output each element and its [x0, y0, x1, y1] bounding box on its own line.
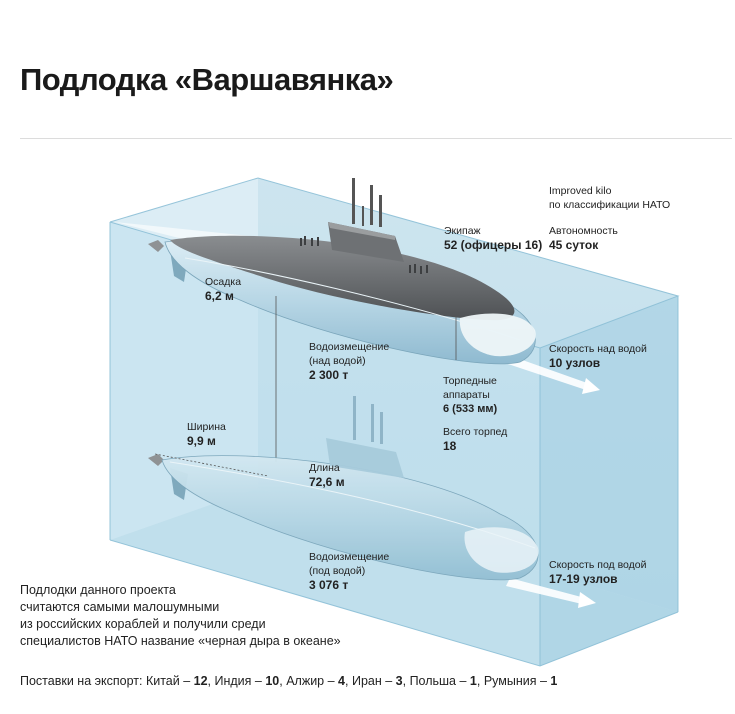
displacement-surface-value: 2 300 т — [309, 368, 349, 382]
class-note-line1: Improved kilo — [549, 185, 612, 197]
displacement-submerged-value: 3 076 т — [309, 578, 349, 592]
speed-submerged: Скорость под водой 17-19 узлов — [549, 558, 647, 586]
page-title: Подлодка «Варшавянка» — [20, 62, 394, 97]
width: Ширина 9,9 м — [187, 420, 226, 448]
displacement-submerged-line1: Водоизмещение — [309, 551, 390, 563]
speed-surface: Скорость над водой 10 узлов — [549, 342, 647, 370]
note-line1: Подлодки данного проекта — [20, 583, 176, 597]
title-divider — [20, 138, 732, 139]
speed-submerged-value: 17-19 узлов — [549, 572, 618, 586]
crew: Экипаж 52 (офицеры 16) — [444, 224, 542, 252]
quietness-note: Подлодки данного проекта считаются самым… — [20, 582, 341, 650]
torpedo-tubes: Торпедные аппараты 6 (533 мм) — [443, 374, 497, 416]
water-right-wall — [540, 296, 678, 666]
speed-surface-label: Скорость над водой — [549, 343, 647, 355]
export-count: 3 — [395, 674, 403, 688]
export-count: 10 — [265, 674, 280, 688]
note-line2: считаются самыми малошумными — [20, 600, 220, 614]
speed-surface-value: 10 узлов — [549, 356, 601, 370]
width-label: Ширина — [187, 421, 226, 433]
autonomy: Автономность 45 суток — [549, 224, 618, 252]
length-label: Длина — [309, 462, 340, 474]
draft-value: 6,2 м — [205, 289, 234, 303]
submerged-submarine — [148, 396, 539, 581]
export-country: Индия — [214, 674, 252, 688]
class-note-line2: по классификации НАТО — [549, 199, 671, 211]
export-country: Иран — [351, 674, 382, 688]
torpedo-tubes-value: 6 (533 мм) — [443, 403, 498, 415]
length-guide-line — [169, 461, 536, 549]
torpedoes-total-label: Всего торпед — [443, 426, 508, 438]
width-guide-line — [154, 453, 269, 477]
torpedoes-total: Всего торпед 18 — [443, 425, 507, 453]
displacement-submerged-line2: (под водой) — [309, 565, 366, 577]
export-line: Поставки на экспорт: Китай – 12, Индия –… — [20, 674, 558, 688]
length: Длина 72,6 м — [309, 461, 345, 489]
speed-submerged-label: Скорость под водой — [549, 559, 647, 571]
displacement-surface-line2: (над водой) — [309, 355, 366, 367]
export-count: 12 — [193, 674, 208, 688]
displacement-surface: Водоизмещение (над водой) 2 300 т — [309, 340, 389, 382]
export-country: Алжир — [286, 674, 325, 688]
export-country: Польша — [409, 674, 457, 688]
note-line3: из российских кораблей и получили среди — [20, 617, 266, 631]
length-value: 72,6 м — [309, 475, 345, 489]
surface-submarine — [148, 178, 536, 365]
note-line4: специалистов НАТО название «черная дыра … — [20, 634, 341, 648]
crew-label: Экипаж — [444, 225, 481, 237]
draft: Осадка 6,2 м — [205, 275, 241, 303]
width-value: 9,9 м — [187, 434, 216, 448]
export-country: Китай — [145, 674, 180, 688]
export-count: 1 — [469, 674, 477, 688]
class-note: Improved kilo по классификации НАТО — [549, 184, 670, 212]
displacement-surface-line1: Водоизмещение — [309, 341, 390, 353]
autonomy-value: 45 суток — [549, 238, 599, 252]
export-count: 4 — [338, 674, 345, 688]
displacement-submerged: Водоизмещение (под водой) 3 076 т — [309, 550, 389, 592]
export-count: 1 — [550, 674, 558, 688]
torpedo-tubes-line1: Торпедные — [443, 375, 497, 387]
torpedo-tubes-line2: аппараты — [443, 389, 490, 401]
export-label: Поставки на экспорт: — [20, 674, 143, 688]
submerged-speed-arrow — [506, 578, 596, 608]
crew-value: 52 (офицеры 16) — [444, 238, 543, 252]
autonomy-label: Автономность — [549, 225, 618, 237]
torpedoes-total-value: 18 — [443, 439, 457, 453]
export-country: Румыния — [483, 674, 537, 688]
draft-label: Осадка — [205, 276, 242, 288]
